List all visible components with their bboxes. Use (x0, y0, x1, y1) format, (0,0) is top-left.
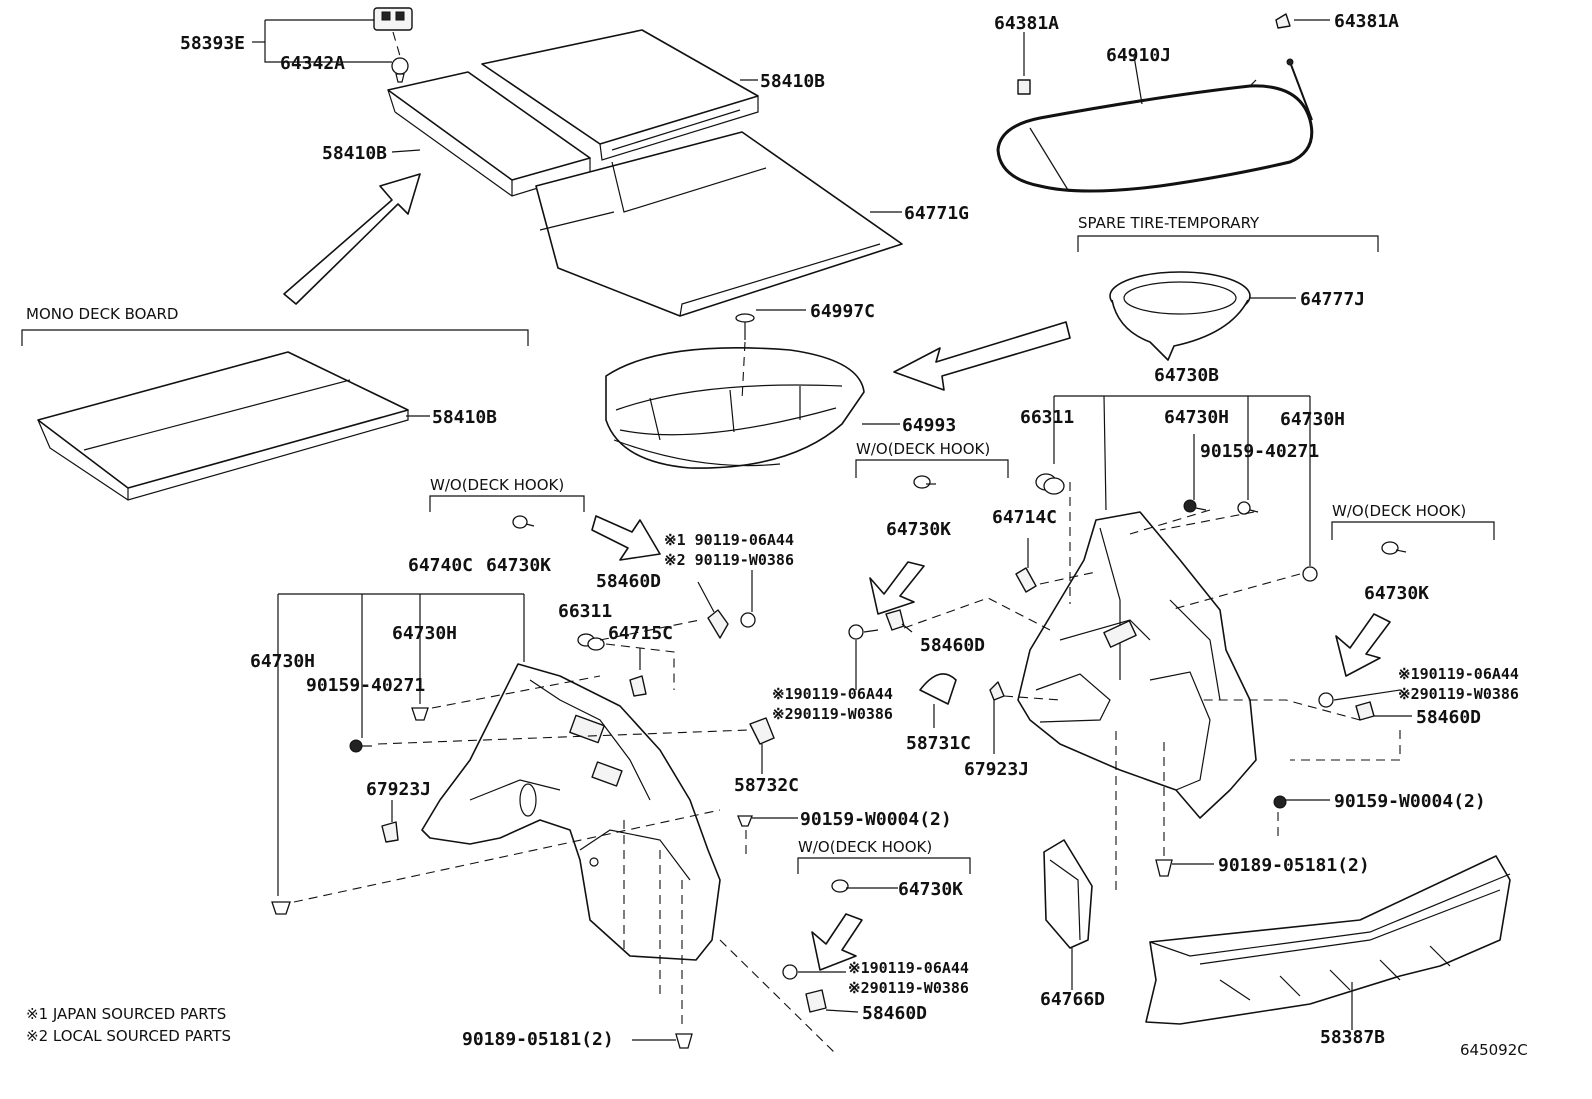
label-64730K-mid: 64730K (886, 519, 951, 540)
label-58393E: 58393E (180, 33, 245, 54)
label-67923J-left: 67923J (366, 779, 431, 800)
mono-deck-board-group: MONO DECK BOARD (21, 305, 529, 501)
deck-hook-header-3: W/O(DECK HOOK) (1332, 502, 1466, 520)
screw-callout-1b: ※2 90119-W0386 (664, 551, 794, 569)
label-90189-05181-left: 90189-05181(2) (462, 1029, 614, 1050)
deck-hook-header-4: W/O(DECK HOOK) (798, 838, 932, 856)
label-58460D-right: 58460D (1416, 707, 1481, 728)
note-japan-sourced: ※1 JAPAN SOURCED PARTS (26, 1005, 226, 1023)
label-64766D: 64766D (1040, 989, 1105, 1010)
mat-64771G (535, 131, 903, 317)
screw-callout-2b: ※290119-W0386 (772, 705, 893, 723)
label-58410B-mono: 58410B (432, 407, 497, 428)
cable-64910J (996, 13, 1330, 193)
right-fasteners (1015, 473, 1318, 611)
screw-callouts: ※1 90119-06A44 ※2 90119-W0386 ※190119-06… (664, 531, 1519, 997)
label-90159-40271-right: 90159-40271 (1200, 441, 1319, 462)
label-58460D-bottom: 58460D (862, 1003, 927, 1024)
clip-58732C (749, 717, 775, 745)
label-64730H-left2: 64730H (250, 651, 315, 672)
screw-callout-4a: ※190119-06A44 (848, 959, 969, 977)
part-labels: 58393E 64342A 58410B 58410B 64771G 64997… (180, 11, 1486, 1050)
screw-callout-4b: ※290119-W0386 (848, 979, 969, 997)
bottom-deck-hook: W/O(DECK HOOK) (782, 838, 971, 1013)
label-58460D-left: 58460D (596, 571, 661, 592)
deck-hook-header-2: W/O(DECK HOOK) (856, 440, 990, 458)
label-90159-40271-left: 90159-40271 (306, 675, 425, 696)
label-64730K-bottom: 64730K (898, 879, 963, 900)
clip-58393E (373, 7, 413, 31)
clip-58460D-bottom (805, 989, 827, 1013)
cover-58731C (919, 673, 957, 705)
left-trim-panel (421, 663, 721, 961)
clip-67923J (989, 681, 1005, 701)
label-64730K-left: 64730K (486, 555, 551, 576)
right-deck-hook: W/O(DECK HOOK) (1200, 502, 1495, 761)
clip-58460D-left (707, 609, 729, 639)
label-66311-right: 66311 (1020, 407, 1074, 428)
deck-board-set (252, 7, 903, 317)
label-58410B-left: 58410B (322, 143, 387, 164)
label-64730B: 64730B (1154, 365, 1219, 386)
label-64910J: 64910J (1106, 45, 1171, 66)
label-90189-05181-right: 90189-05181(2) (1218, 855, 1370, 876)
label-58410B-top: 58410B (760, 71, 825, 92)
spare-tub-64993 (605, 313, 865, 469)
label-64777J: 64777J (1300, 289, 1365, 310)
mono-deck-board-header: MONO DECK BOARD (26, 305, 178, 323)
screw-callout-3b: ※290119-W0386 (1398, 685, 1519, 703)
clip-67923J-left (381, 821, 399, 843)
mono-deck-board-58410B (37, 351, 409, 489)
label-64730H-r1: 64730H (1164, 407, 1229, 428)
clip-64714C (1015, 567, 1037, 593)
label-64993: 64993 (902, 415, 956, 436)
label-67923J-right: 67923J (964, 759, 1029, 780)
label-58731C: 58731C (906, 733, 971, 754)
note-local-sourced: ※2 LOCAL SOURCED PARTS (26, 1027, 231, 1045)
label-58732C: 58732C (734, 775, 799, 796)
label-90159-W0004-right: 90159-W0004(2) (1334, 791, 1486, 812)
left-fasteners (271, 515, 837, 1055)
label-64997C: 64997C (810, 301, 875, 322)
clip-64342A (391, 57, 409, 75)
label-58387B: 58387B (1320, 1027, 1385, 1048)
spare-tire-header: SPARE TIRE-TEMPORARY (1078, 214, 1260, 232)
screw-callout-3a: ※190119-06A44 (1398, 665, 1519, 683)
arrow-up-right (283, 173, 421, 305)
pin-64997C (735, 313, 755, 323)
clip-64381A-right (1275, 13, 1291, 29)
arrow-left (893, 321, 1071, 391)
label-64730H-left1: 64730H (392, 623, 457, 644)
label-64714C: 64714C (992, 507, 1057, 528)
label-64381A-left: 64381A (994, 13, 1059, 34)
label-64771G: 64771G (904, 203, 969, 224)
label-64342A: 64342A (280, 53, 345, 74)
label-64740C: 64740C (408, 555, 473, 576)
label-64730H-r2: 64730H (1280, 409, 1345, 430)
label-64381A-right: 64381A (1334, 11, 1399, 32)
diagram-code: 645092C (1460, 1041, 1528, 1059)
clip-64381A-left (1017, 79, 1031, 95)
screw-callout-1a: ※1 90119-06A44 (664, 531, 794, 549)
mid-deck-hook: W/O(DECK HOOK) (848, 440, 1061, 754)
label-66311-left: 66311 (558, 601, 612, 622)
screw-callout-2a: ※190119-06A44 (772, 685, 893, 703)
spare-tire-group: SPARE TIRE-TEMPORARY (1077, 214, 1379, 361)
right-trim-panel (1017, 511, 1257, 819)
label-58460D-mid: 58460D (920, 635, 985, 656)
label-64715C: 64715C (608, 623, 673, 644)
label-64730K-right: 64730K (1364, 583, 1429, 604)
scuff-plate-58387B (1145, 855, 1511, 1030)
cover-64766D (1043, 839, 1093, 949)
deck-hook-header-1: W/O(DECK HOOK) (430, 476, 564, 494)
label-90159-W0004-left: 90159-W0004(2) (800, 809, 952, 830)
